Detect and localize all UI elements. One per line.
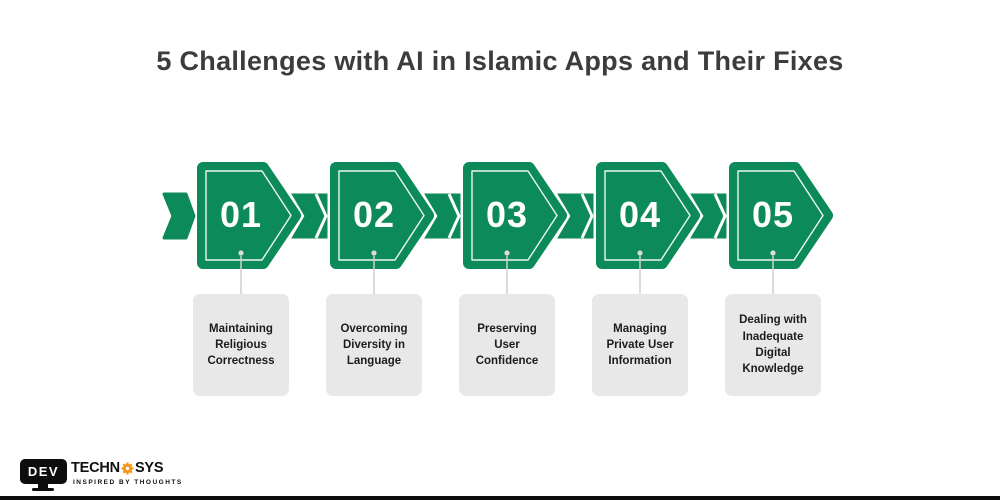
ribbon-segment <box>291 193 328 239</box>
step-number-4: 04 <box>618 194 662 235</box>
challenge-card-label: Managing Private User Information <box>606 322 674 368</box>
step-badge-4-outline <box>604 170 691 261</box>
monitor-base-icon <box>32 488 54 491</box>
brand-wordmark: TECHN SYS <box>71 460 164 476</box>
challenge-card-1: Maintaining Religious Correctness <box>193 294 289 396</box>
step-number-2: 02 <box>352 194 396 235</box>
monitor-stand-icon <box>38 484 48 488</box>
dev-technosys-logo: DEV TECHN SYS INSPIRED BY THOUGHTS <box>20 456 183 496</box>
step-badge-1 <box>197 162 301 269</box>
page-title: 5 Challenges with AI in Islamic Apps and… <box>156 46 844 76</box>
gear-icon <box>121 462 134 474</box>
connector-dot <box>504 250 510 256</box>
connector-dot <box>238 250 244 256</box>
step-badge-4 <box>596 162 700 269</box>
chevron-gap-icon <box>447 193 461 239</box>
challenge-card-2: Overcoming Diversity in Language <box>326 294 422 396</box>
connector-dot <box>371 250 377 256</box>
ribbon-segment <box>424 193 461 239</box>
ribbon-start-chevron-icon <box>162 192 196 240</box>
challenge-card-label: Overcoming Diversity in Language <box>340 322 408 368</box>
step-badge-3-outline <box>471 170 558 261</box>
connector-dot <box>637 250 643 256</box>
challenge-card-3: Preserving User Confidence <box>459 294 555 396</box>
brand-suffix: SYS <box>134 460 164 476</box>
step-number-5: 05 <box>751 194 795 235</box>
step-badge-1-outline <box>205 170 292 261</box>
connector-dot <box>770 250 776 256</box>
step-badge-3 <box>463 162 567 269</box>
step-badge-2 <box>330 162 434 269</box>
chevron-gap-icon <box>580 193 594 239</box>
chevron-gap-icon <box>314 193 328 239</box>
challenge-card-5: Dealing with Inadequate Digital Knowledg… <box>725 294 821 396</box>
logo-tagline: INSPIRED BY THOUGHTS <box>73 479 183 486</box>
challenge-card-label: Preserving User Confidence <box>475 322 539 368</box>
ribbon-segment <box>690 193 727 239</box>
challenge-card-label: Dealing with Inadequate Digital Knowledg… <box>739 314 807 376</box>
ribbon-segment <box>557 193 594 239</box>
step-number-3: 03 <box>485 194 529 235</box>
challenge-card-4: Managing Private User Information <box>592 294 688 396</box>
chevron-gap-icon <box>713 193 727 239</box>
challenge-card-label: Maintaining Religious Correctness <box>207 322 275 368</box>
footer-bar <box>0 496 1000 500</box>
step-badge-5 <box>729 162 833 269</box>
monitor-icon: DEV <box>20 459 67 484</box>
brand-prefix: TECHN <box>71 460 120 476</box>
step-number-1: 01 <box>219 194 263 235</box>
step-badge-2-outline <box>338 170 425 261</box>
step-badge-5-outline <box>737 170 824 261</box>
